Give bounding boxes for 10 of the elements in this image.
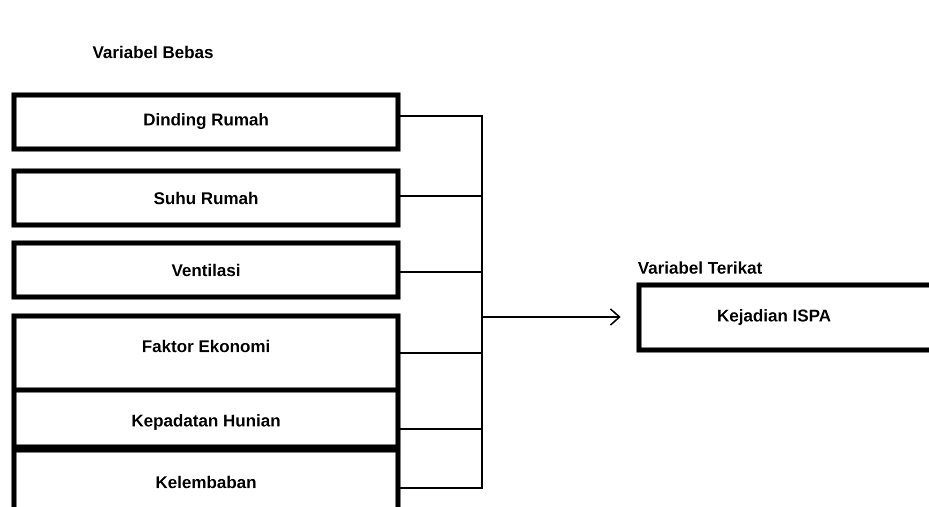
variable-box: Ventilasi	[12, 240, 400, 300]
variable-box: Suhu Rumah	[12, 168, 400, 228]
heading: Variabel Terikat	[638, 261, 762, 274]
variable-box: Kepadatan Hunian	[12, 388, 400, 450]
variable-box: Kelembaban	[12, 448, 400, 507]
variable-box: Dinding Rumah	[12, 92, 400, 152]
arrow	[400, 308, 620, 489]
variable-box: Faktor Ekonomi	[12, 314, 400, 392]
heading: Variabel Bebas	[92, 46, 213, 58]
variable-box: Kejadian ISPA	[636, 282, 929, 352]
